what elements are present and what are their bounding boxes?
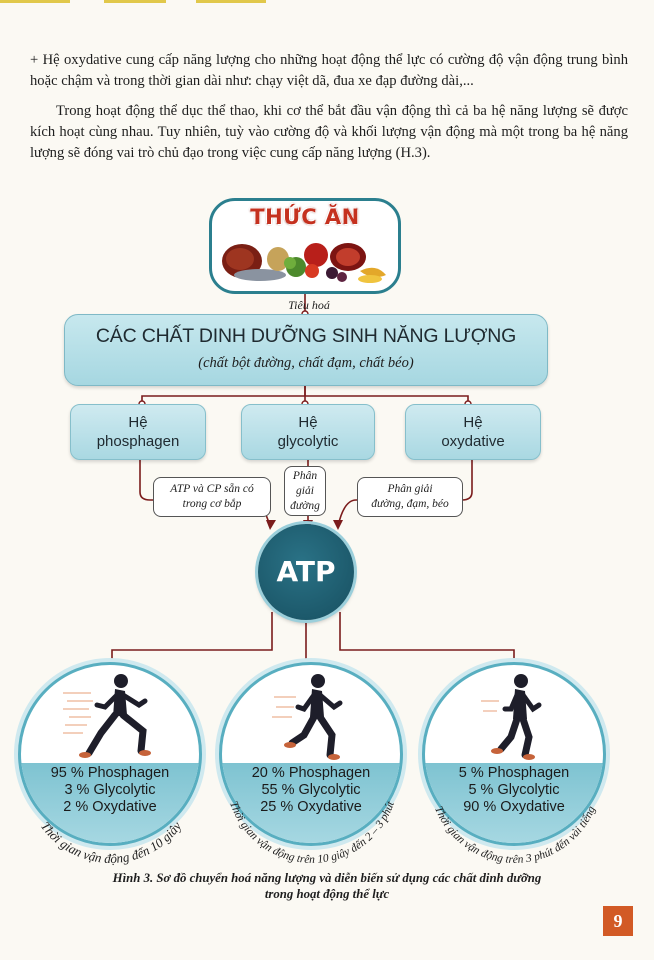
stage-short: 95 % Phosphagen 3 % Glycolytic 2 % Oxyda…	[18, 662, 202, 846]
stats-band	[425, 763, 603, 843]
digestion-label: Tiêu hoá	[288, 298, 330, 312]
figure-caption-line2: trong hoạt động thể lực	[264, 887, 390, 901]
runner-icon	[63, 674, 151, 758]
top-border	[0, 0, 654, 6]
note-macro-breakdown: Phân giải đường, đạm, béo	[357, 477, 463, 517]
runner-icon	[272, 674, 343, 760]
stat-oxydative: 90 % Oxydative	[463, 799, 565, 815]
stage-stats: 20 % Phosphagen 55 % Glycolytic 25 % Oxy…	[222, 765, 400, 816]
food-box: THỨC ĂN	[209, 198, 401, 294]
svg-text:Thời gian vận động đến 10 giây: Thời gian vận động đến 10 giây	[38, 819, 185, 867]
stage-long: 5 % Phosphagen 5 % Glycolytic 90 % Oxyda…	[422, 662, 606, 846]
system-phosphagen: Hệ phosphagen	[70, 404, 206, 460]
note-line: ATP và CP sẵn có	[170, 483, 254, 495]
stat-phosphagen: 95 % Phosphagen	[50, 765, 170, 781]
stat-oxydative: 25 % Oxydative	[260, 799, 362, 815]
stat-phosphagen: 5 % Phosphagen	[458, 765, 570, 781]
note-line: Phân giải	[387, 483, 433, 495]
food-illustration	[222, 243, 386, 283]
system-label-line2: phosphagen	[96, 433, 180, 450]
stage-medium: 20 % Phosphagen 55 % Glycolytic 25 % Oxy…	[219, 662, 403, 846]
system-label-line2: oxydative	[441, 433, 505, 450]
system-label-line1: Hệ	[298, 414, 318, 431]
duration-long: Thời gian vận động trên 3 phút đến vài t…	[432, 804, 598, 866]
note-line: Phân	[292, 470, 318, 482]
system-label-line1: Hệ	[463, 414, 483, 431]
system-glycolytic: Hệ glycolytic	[241, 404, 375, 460]
stats-band	[222, 763, 400, 843]
note-line: đường, đạm, béo	[371, 498, 449, 510]
note-sugar-breakdown: Phân giải đường	[284, 466, 326, 516]
atp-circle: ATP	[258, 524, 354, 620]
duration-short: Thời gian vận động đến 10 giây	[38, 819, 185, 867]
stat-glycolytic: 3 % Glycolytic	[64, 782, 156, 798]
stage-stats: 95 % Phosphagen 3 % Glycolytic 2 % Oxyda…	[21, 765, 199, 816]
duration-medium: Thời gian vận động trên 10 giây đến 2 – …	[227, 799, 397, 866]
note-atp-cp: ATP và CP sẵn có trong cơ bắp	[153, 477, 271, 517]
paragraph-energy-systems: Trong hoạt động thể dục thể thao, khi cơ…	[30, 103, 628, 161]
food-title: THỨC ĂN	[250, 205, 360, 229]
svg-text:Thời gian vận động trên 3 phút: Thời gian vận động trên 3 phút đến vài t…	[432, 804, 598, 866]
note-line: trong cơ bắp	[182, 498, 242, 510]
runner-icon	[481, 674, 542, 760]
stat-glycolytic: 5 % Glycolytic	[468, 782, 560, 798]
stage-stats: 5 % Phosphagen 5 % Glycolytic 90 % Oxyda…	[425, 765, 603, 816]
stats-band	[21, 763, 199, 843]
page-number: 9	[603, 906, 633, 936]
stat-glycolytic: 55 % Glycolytic	[261, 782, 361, 798]
note-line: đường	[290, 500, 320, 512]
system-label-line2: glycolytic	[277, 433, 339, 450]
figure-caption-line1: Hình 3. Sơ đồ chuyển hoá năng lượng và d…	[112, 871, 542, 885]
stat-oxydative: 2 % Oxydative	[63, 799, 157, 815]
svg-text:Thời gian vận động trên 10 giâ: Thời gian vận động trên 10 giây đến 2 – …	[227, 799, 397, 866]
stat-phosphagen: 20 % Phosphagen	[251, 765, 371, 781]
system-label-line1: Hệ	[128, 414, 148, 431]
nutrients-title: CÁC CHẤT DINH DƯỠNG SINH NĂNG LƯỢNG	[95, 325, 517, 347]
paragraph-oxydative: + Hệ oxydative cung cấp năng lượng cho n…	[30, 52, 628, 89]
nutrients-box: CÁC CHẤT DINH DƯỠNG SINH NĂNG LƯỢNG (chấ…	[64, 314, 548, 386]
note-line: giải	[296, 485, 314, 497]
nutrients-subtitle: (chất bột đường, chất đạm, chất béo)	[198, 355, 414, 371]
system-oxydative: Hệ oxydative	[405, 404, 541, 460]
